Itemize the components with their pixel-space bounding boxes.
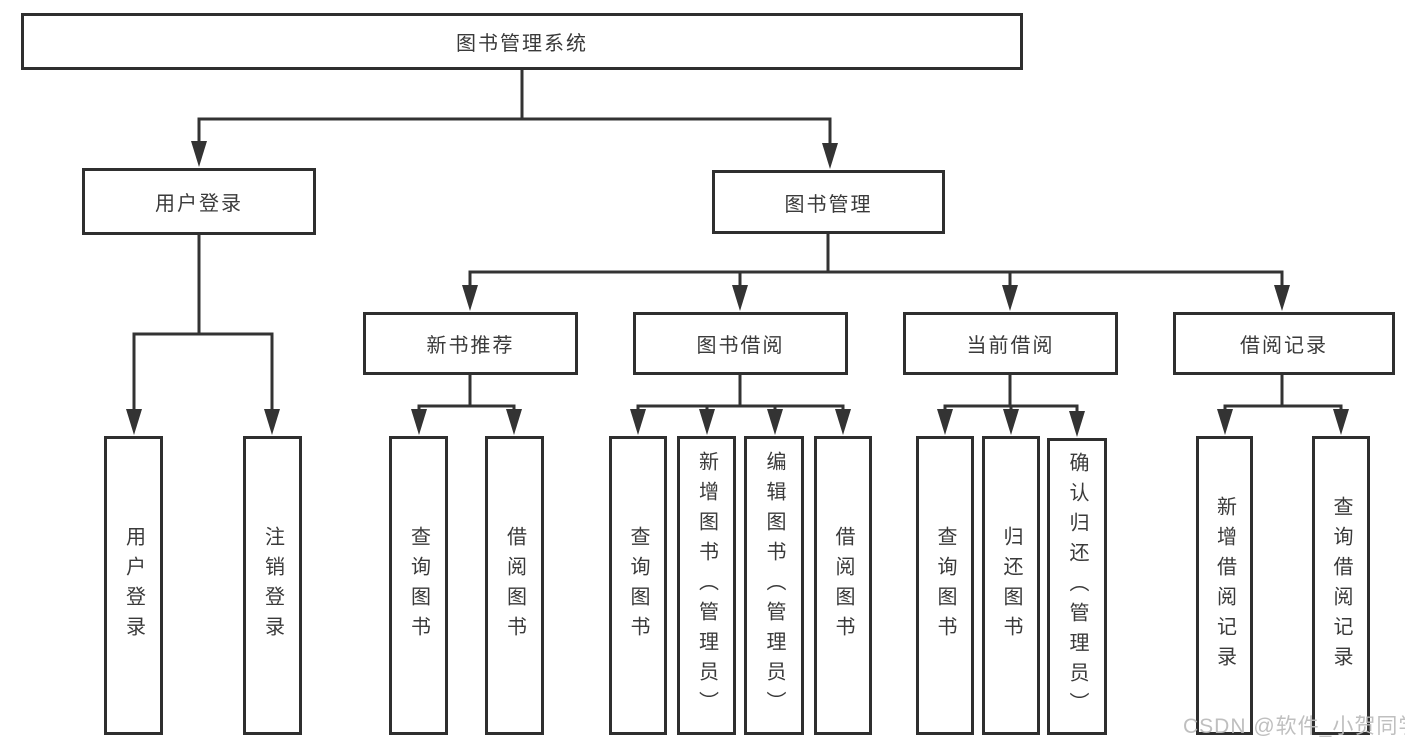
leaf-user-login: 用户登录: [104, 436, 163, 735]
node-root-library-system: 图书管理系统: [21, 13, 1023, 70]
leaf-return-book: 归还图书: [982, 436, 1040, 735]
node-user-login: 用户登录: [82, 168, 316, 235]
leaf-add-borrow-record: 新增借阅记录: [1196, 436, 1253, 735]
node-borrow-record: 借阅记录: [1173, 312, 1395, 375]
leaf-edit-book-admin: 编辑图书（管理员）: [744, 436, 804, 735]
watermark: CSDN @软件_小贺同学: [1183, 715, 1405, 738]
node-new-book-recommend: 新书推荐: [363, 312, 578, 375]
node-current-borrow: 当前借阅: [903, 312, 1118, 375]
node-book-management: 图书管理: [712, 170, 945, 234]
leaf-add-book-admin: 新增图书（管理员）: [677, 436, 736, 735]
leaf-borrow-book-1: 借阅图书: [485, 436, 544, 735]
leaf-query-book-3: 查询图书: [916, 436, 974, 735]
leaf-borrow-book-2: 借阅图书: [814, 436, 872, 735]
leaf-query-book-1: 查询图书: [389, 436, 448, 735]
leaf-confirm-return-admin: 确认归还（管理员）: [1047, 438, 1107, 735]
leaf-logout: 注销登录: [243, 436, 302, 735]
leaf-query-borrow-record: 查询借阅记录: [1312, 436, 1370, 735]
node-book-borrow: 图书借阅: [633, 312, 848, 375]
leaf-query-book-2: 查询图书: [609, 436, 667, 735]
